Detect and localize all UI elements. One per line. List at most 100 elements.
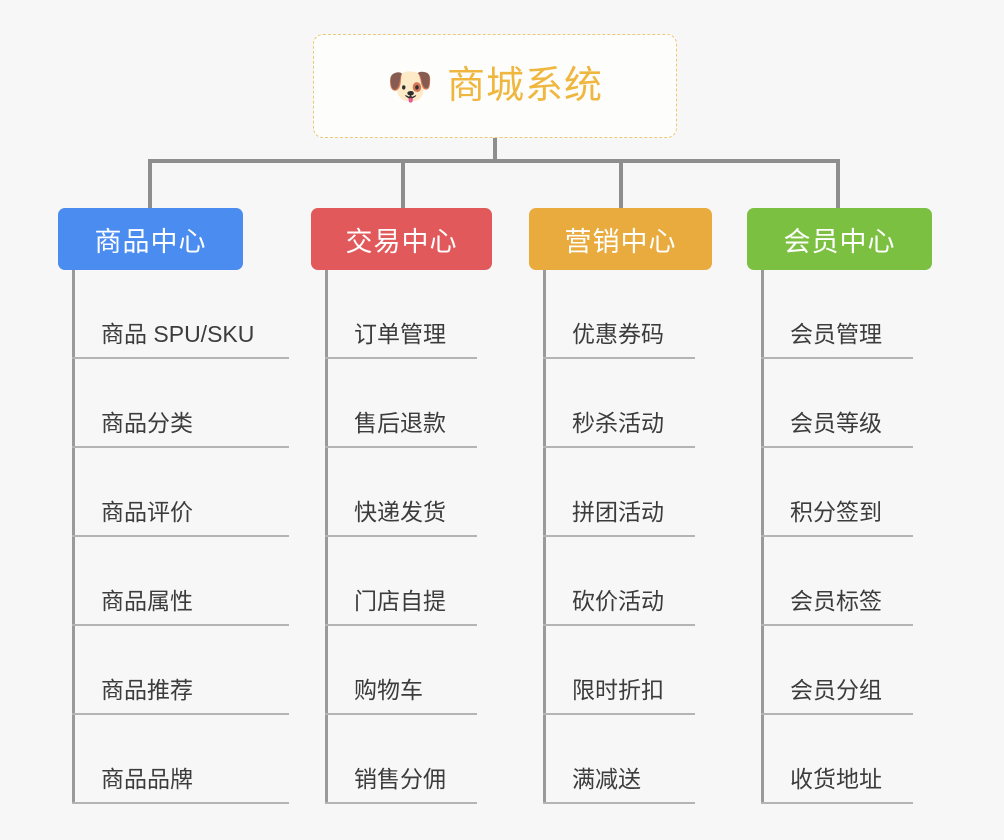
trunk-line xyxy=(72,270,75,804)
leaf-item[interactable]: 秒杀活动 xyxy=(543,359,712,448)
leaf-item-label: 会员标签 xyxy=(790,588,882,614)
leaf-item-label: 商品品牌 xyxy=(101,766,193,792)
leaf-item[interactable]: 商品品牌 xyxy=(72,715,289,804)
leaf-item[interactable]: 拼团活动 xyxy=(543,448,712,537)
leaf-underline xyxy=(761,446,913,448)
connector-drop-3 xyxy=(619,159,623,208)
leaf-item[interactable]: 商品评价 xyxy=(72,448,289,537)
leaf-item[interactable]: 优惠券码 xyxy=(543,270,712,359)
leaf-item[interactable]: 收货地址 xyxy=(761,715,932,804)
connector-drop-2 xyxy=(401,159,405,208)
leaf-underline xyxy=(325,713,477,715)
leaf-item-label: 门店自提 xyxy=(354,588,446,614)
leaf-underline xyxy=(543,535,695,537)
category-column: 会员中心会员管理会员等级积分签到会员标签会员分组收货地址 xyxy=(747,208,932,804)
leaf-underline xyxy=(543,802,695,804)
category-header[interactable]: 交易中心 xyxy=(311,208,492,270)
category-header[interactable]: 会员中心 xyxy=(747,208,932,270)
leaf-underline xyxy=(72,535,289,537)
trunk-line xyxy=(325,270,328,804)
leaf-item[interactable]: 售后退款 xyxy=(325,359,492,448)
leaf-underline xyxy=(72,802,289,804)
connector-bus xyxy=(148,159,840,163)
leaf-underline xyxy=(72,357,289,359)
leaf-item[interactable]: 满减送 xyxy=(543,715,712,804)
leaf-item[interactable]: 订单管理 xyxy=(325,270,492,359)
leaf-underline xyxy=(761,357,913,359)
leaf-underline xyxy=(543,624,695,626)
leaf-underline xyxy=(761,802,913,804)
leaf-underline xyxy=(325,446,477,448)
leaf-underline xyxy=(761,535,913,537)
leaf-list: 订单管理售后退款快递发货门店自提购物车销售分佣 xyxy=(311,270,492,804)
leaf-item-label: 商品属性 xyxy=(101,588,193,614)
leaf-item[interactable]: 会员标签 xyxy=(761,537,932,626)
leaf-underline xyxy=(543,713,695,715)
leaf-item-label: 砍价活动 xyxy=(572,588,664,614)
leaf-item-label: 秒杀活动 xyxy=(572,410,664,436)
category-header-label: 商品中心 xyxy=(94,226,207,257)
leaf-underline xyxy=(761,624,913,626)
leaf-item-label: 会员管理 xyxy=(790,321,882,347)
category-column: 商品中心商品 SPU/SKU 商品分类商品评价商品属性商品推荐商品品牌 xyxy=(58,208,289,804)
category-header[interactable]: 商品中心 xyxy=(58,208,243,270)
leaf-underline xyxy=(543,446,695,448)
leaf-underline xyxy=(325,624,477,626)
leaf-item[interactable]: 门店自提 xyxy=(325,537,492,626)
leaf-item-label: 商品评价 xyxy=(101,499,193,525)
category-column: 营销中心优惠券码秒杀活动拼团活动砍价活动限时折扣满减送 xyxy=(529,208,712,804)
category-header[interactable]: 营销中心 xyxy=(529,208,712,270)
leaf-item[interactable]: 积分签到 xyxy=(761,448,932,537)
leaf-item[interactable]: 销售分佣 xyxy=(325,715,492,804)
leaf-underline xyxy=(761,713,913,715)
leaf-underline xyxy=(72,446,289,448)
leaf-item-label: 商品 SPU/SKU xyxy=(101,321,255,347)
connector-drop-4 xyxy=(836,159,840,208)
leaf-item-label: 限时折扣 xyxy=(572,677,664,703)
shiba-dog-face-icon: 🐶 xyxy=(386,65,434,107)
leaf-item-label: 收货地址 xyxy=(790,766,882,792)
leaf-item-label: 商品推荐 xyxy=(101,677,193,703)
leaf-item[interactable]: 商品属性 xyxy=(72,537,289,626)
leaf-list: 会员管理会员等级积分签到会员标签会员分组收货地址 xyxy=(747,270,932,804)
leaf-item[interactable]: 砍价活动 xyxy=(543,537,712,626)
leaf-item-label: 商品分类 xyxy=(101,410,193,436)
leaf-item[interactable]: 商品 SPU/SKU xyxy=(72,270,289,359)
root-node[interactable]: 🐶 商城系统 xyxy=(313,34,677,138)
leaf-item[interactable]: 购物车 xyxy=(325,626,492,715)
category-header-label: 交易中心 xyxy=(345,226,458,257)
leaf-item[interactable]: 商品分类 xyxy=(72,359,289,448)
leaf-underline xyxy=(72,713,289,715)
leaf-item[interactable]: 快递发货 xyxy=(325,448,492,537)
connector-stem xyxy=(493,138,497,161)
leaf-item-label: 售后退款 xyxy=(354,410,446,436)
leaf-list: 优惠券码秒杀活动拼团活动砍价活动限时折扣满减送 xyxy=(529,270,712,804)
leaf-underline xyxy=(72,624,289,626)
category-column: 交易中心订单管理售后退款快递发货门店自提购物车销售分佣 xyxy=(311,208,492,804)
leaf-item-label: 会员等级 xyxy=(790,410,882,436)
trunk-line xyxy=(543,270,546,804)
category-header-label: 营销中心 xyxy=(564,226,677,257)
leaf-item[interactable]: 会员分组 xyxy=(761,626,932,715)
leaf-item-label: 订单管理 xyxy=(354,321,446,347)
leaf-item-label: 会员分组 xyxy=(790,677,882,703)
category-header-label: 会员中心 xyxy=(783,226,896,257)
leaf-underline xyxy=(325,535,477,537)
leaf-list: 商品 SPU/SKU 商品分类商品评价商品属性商品推荐商品品牌 xyxy=(58,270,289,804)
leaf-item[interactable]: 限时折扣 xyxy=(543,626,712,715)
leaf-item[interactable]: 会员管理 xyxy=(761,270,932,359)
leaf-item-label: 满减送 xyxy=(572,766,641,792)
leaf-item-label: 拼团活动 xyxy=(572,499,664,525)
leaf-underline xyxy=(543,357,695,359)
leaf-item-label: 销售分佣 xyxy=(354,766,446,792)
leaf-item-label: 购物车 xyxy=(354,677,423,703)
trunk-line xyxy=(761,270,764,804)
leaf-item[interactable]: 会员等级 xyxy=(761,359,932,448)
leaf-item-label: 优惠券码 xyxy=(572,321,664,347)
leaf-underline xyxy=(325,802,477,804)
leaf-item-label: 积分签到 xyxy=(790,499,882,525)
connector-drop-1 xyxy=(148,159,152,208)
leaf-item-label: 快递发货 xyxy=(354,499,446,525)
leaf-item[interactable]: 商品推荐 xyxy=(72,626,289,715)
